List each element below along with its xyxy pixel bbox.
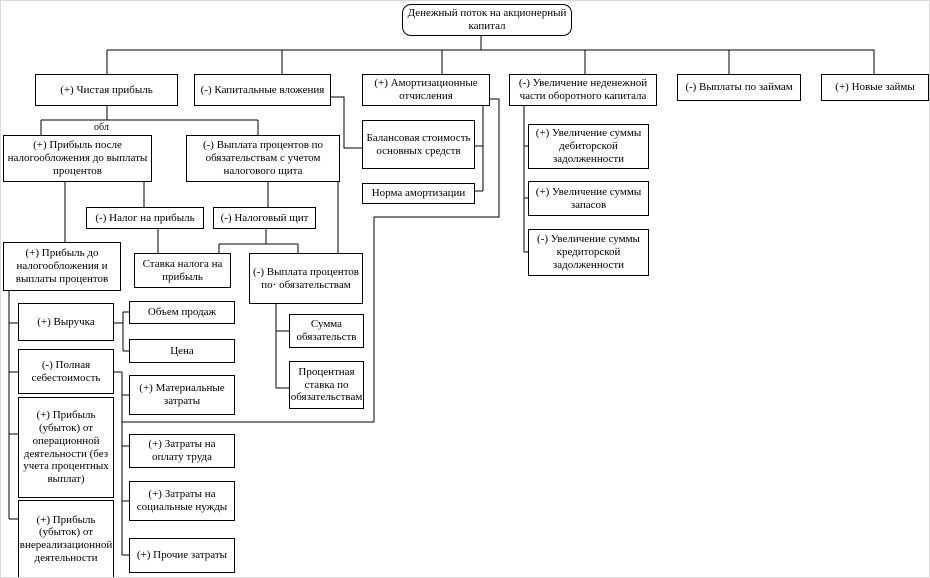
stray-text-fragment: обл (94, 122, 109, 133)
node-material-costs: (+) Материальные затраты (129, 375, 235, 415)
node-amortization-norm: Норма амортизации (362, 183, 475, 204)
node-new-loans: (+) Новые займы (821, 74, 929, 101)
node-other-costs: (+) Прочие затраты (129, 538, 235, 573)
node-noncash-working-capital: (-) Увеличение неденежной части оборотно… (509, 74, 657, 106)
node-cash-flow-to-equity: Денежный поток на акционерный капитал (402, 4, 572, 36)
node-interest-rate: Процентная ставка по обязательствам (289, 361, 364, 409)
node-amortization: (+) Амортизационные отчисления (362, 74, 490, 106)
node-interest-with-tax-shield: (-) Выплата процентов по обязательствам … (186, 135, 340, 182)
node-full-cost: (-) Полная себестоимость (18, 349, 114, 394)
node-inventory-increase: (+) Увеличение суммы запасов (528, 181, 649, 216)
node-fixed-assets-book-value: Балансовая стоимость основных средств (362, 120, 475, 169)
node-profit-after-tax: (+) Прибыль после налогообложения до вып… (3, 135, 152, 182)
node-payables-increase: (-) Увеличение суммы кредиторской задолж… (528, 229, 649, 276)
node-loan-payments: (-) Выплаты по займам (677, 74, 801, 101)
node-sales-volume: Объем продаж (129, 301, 235, 324)
node-income-tax: (-) Налог на прибыль (86, 207, 204, 229)
node-labor-costs: (+) Затраты на оплату труда (129, 434, 235, 468)
node-profit-before-tax-and-interest: (+) Прибыль до налогообложения и выплаты… (3, 242, 121, 291)
node-nonoperating-profit: (+) Прибыль (убыток) от внереализационно… (18, 500, 114, 577)
node-liabilities-sum: Сумма обязательств (289, 314, 364, 348)
node-capital-investments: (-) Капитальные вложения (194, 74, 331, 106)
node-revenue: (+) Выручка (18, 303, 114, 341)
connector-path (8, 36, 875, 556)
node-tax-rate: Ставка налога на прибыль (134, 253, 231, 288)
node-net-profit: (+) Чистая прибыль (35, 74, 178, 106)
node-tax-shield: (-) Налоговый щит (213, 207, 316, 229)
node-interest-payments: (-) Выплата процентов по· обязательствам (249, 253, 363, 304)
node-social-costs: (+) Затраты на социальные нужды (129, 481, 235, 521)
node-receivables-increase: (+) Увеличение суммы дебиторской задолже… (528, 124, 649, 169)
node-price: Цена (129, 339, 235, 363)
node-operating-profit: (+) Прибыль (убыток) от операционной дея… (18, 397, 114, 498)
